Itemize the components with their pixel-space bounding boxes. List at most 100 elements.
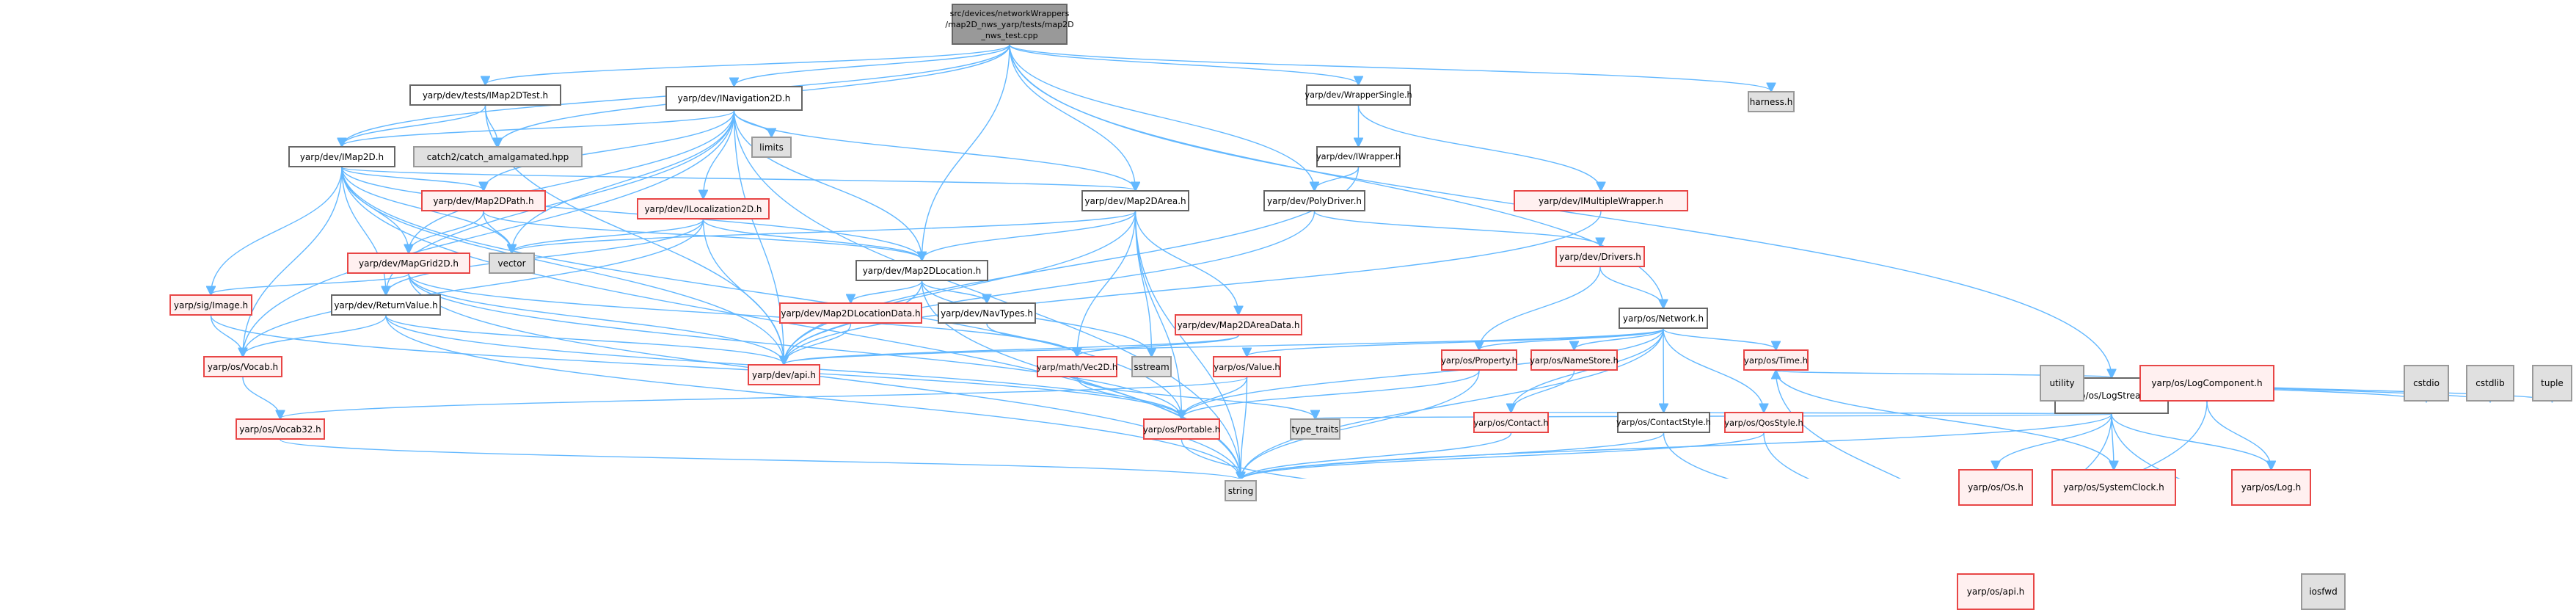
edge-Portable-to-osapi (1181, 439, 1307, 479)
node-returnvalue[interactable]: yarp/dev/ReturnValue.h (331, 294, 441, 316)
edge-Vec2D-to-type_traits (1076, 377, 1316, 418)
edge-MapGrid2D-to-Image (211, 273, 409, 294)
edge-INavigation2D-to-Map2DLocation (733, 110, 922, 260)
node-utility: utility (2040, 365, 2084, 402)
edge-INavigation2D-to-limits (733, 110, 772, 137)
edge-Map2DArea-to-Vec2D (1077, 211, 1136, 356)
edge-Map2DArea-to-string (1134, 211, 1241, 479)
edge-Network-to-ContactStyle (1663, 328, 1664, 412)
edge-Network-to-NameStore (1575, 328, 1664, 349)
node-map2darea[interactable]: yarp/dev/Map2DArea.h (1081, 190, 1189, 211)
node-map2dpath[interactable]: yarp/dev/Map2DPath.h (421, 190, 546, 211)
node-wrappersingle[interactable]: yarp/dev/WrapperSingle.h (1305, 84, 1412, 106)
node-systemclock[interactable]: yarp/os/SystemClock.h (2051, 469, 2176, 506)
root-file-node[interactable]: src/devices/networkWrappers /map2D_nws_y… (945, 4, 1074, 45)
edge-ILocalization2D-to-Map2DLocation (702, 219, 922, 260)
edge-IMap2D-to-Map2DLocation (341, 167, 922, 260)
edge-LogStream-to-Os (1996, 413, 2112, 469)
edge-root-to-INavigation2D (734, 44, 1010, 86)
edge-INavigation2D-to-Vocab (243, 110, 735, 356)
edge-NameStore-to-Contact (1511, 370, 1575, 412)
node-harness: harness.h (1748, 91, 1795, 112)
node-os-api[interactable]: yarp/os/api.h (1957, 573, 2035, 610)
edge-Network-to-Portable (1182, 328, 1664, 418)
edge-Network-to-QosStyle (1663, 328, 1764, 412)
edge-Property-to-string (1241, 370, 1480, 479)
node-contact[interactable]: yarp/os/Contact.h (1473, 412, 1549, 433)
edge-Network-to-Property (1479, 328, 1664, 349)
edge-Map2DArea-to-vector (512, 211, 1136, 253)
edge-ILocalization2D-to-ReturnValue (386, 219, 704, 294)
edge-INavigation2D-to-vector (512, 110, 735, 253)
edge-Vocab32-to-string (280, 439, 1241, 479)
edge-QosStyle-to-string (1241, 432, 1765, 479)
edge-INavigation2D-to-Map2DPath (484, 110, 735, 190)
node-iwrapper[interactable]: yarp/dev/IWrapper.h (1316, 146, 1401, 167)
node-imap2dtest[interactable]: yarp/dev/tests/IMap2DTest.h (409, 84, 561, 106)
edge-WrapperSingle-to-IMultipleWrapper (1357, 105, 1602, 190)
node-image[interactable]: yarp/sig/Image.h (169, 294, 252, 316)
node-imap2d[interactable]: yarp/dev/IMap2D.h (288, 146, 395, 167)
node-dev-api[interactable]: yarp/dev/api.h (748, 364, 820, 385)
node-value[interactable]: yarp/os/Value.h (1213, 356, 1281, 377)
node-inavigation2d[interactable]: yarp/dev/INavigation2D.h (665, 86, 803, 111)
edge-Time-to-SystemClock (1775, 370, 2115, 469)
node-vec2d[interactable]: yarp/math/Vec2D.h (1037, 356, 1117, 377)
node-portable[interactable]: yarp/os/Portable.h (1143, 418, 1220, 440)
edge-IMap2D-to-Map2DArea (341, 167, 1136, 190)
node-logcomponent[interactable]: yarp/os/LogComponent.h (2139, 365, 2274, 402)
node-map2dlocationdata[interactable]: yarp/dev/Map2DLocationData.h (779, 302, 922, 324)
node-polydriver[interactable]: yarp/dev/PolyDriver.h (1263, 190, 1365, 211)
edge-Map2DArea-to-Map2DLocation (922, 211, 1136, 260)
node-time[interactable]: yarp/os/Time.h (1743, 349, 1809, 371)
node-navtypes[interactable]: yarp/dev/NavTypes.h (938, 302, 1036, 324)
node-map2dareadata[interactable]: yarp/dev/Map2DAreaData.h (1175, 314, 1302, 335)
node-type-traits: type_traits (1290, 418, 1340, 440)
node-property[interactable]: yarp/os/Property.h (1441, 349, 1517, 371)
edge-Map2DAreaData-to-devapi (784, 335, 1239, 364)
edge-MapGrid2D-to-Vec2D (408, 273, 1077, 356)
edge-IMap2D-to-Vocab (243, 167, 343, 356)
edge-IWrapper-to-PolyDriver (1315, 167, 1360, 190)
edge-ContactStyle-to-osapi (1663, 432, 1729, 479)
edge-Map2DArea-to-Portable (1134, 211, 1182, 418)
node-contactstyle[interactable]: yarp/os/ContactStyle.h (1616, 412, 1711, 433)
node-drivers[interactable]: yarp/dev/Drivers.h (1555, 246, 1645, 267)
node-string: string (1225, 480, 1257, 501)
edge-layer (210, 44, 2553, 479)
edge-root-to-PolyDriver (1009, 44, 1315, 190)
node-mapgrid2d[interactable]: yarp/dev/MapGrid2D.h (347, 253, 470, 274)
edge-Map2DArea-to-devapi (784, 211, 1136, 364)
edge-INavigation2D-to-ILocalization2D (704, 110, 735, 198)
edge-LogStream-to-Contact (1511, 412, 2112, 414)
include-dependency-graph (0, 44, 2576, 479)
edge-LogStream-to-type_traits (1316, 414, 2112, 418)
edge-root-to-Map2DLocation (922, 44, 1010, 260)
edge-QosStyle-to-osapi (1763, 432, 1810, 479)
node-vocab32[interactable]: yarp/os/Vocab32.h (236, 418, 325, 440)
node-log[interactable]: yarp/os/Log.h (2231, 469, 2311, 506)
edge-root-to-IMap2DTest (486, 44, 1010, 84)
node-qosstyle[interactable]: yarp/os/QosStyle.h (1724, 412, 1803, 433)
edge-ILocalization2D-to-vector (512, 219, 704, 253)
edge-IMap2D-to-Map2DPath (341, 167, 484, 190)
node-vector: vector (489, 253, 535, 274)
edge-INavigation2D-to-IMap2D (342, 110, 735, 146)
node-network[interactable]: yarp/os/Network.h (1619, 308, 1708, 329)
edge-ReturnValue-to-devapi (385, 315, 784, 364)
edge-Value-to-string (1241, 377, 1248, 479)
edge-Map2DLocation-to-NavTypes (921, 280, 988, 302)
edge-LogStream-to-Time (1776, 371, 2112, 377)
node-cstdio: cstdio (2404, 365, 2449, 402)
node-os[interactable]: yarp/os/Os.h (1958, 469, 2033, 506)
edge-Contact-to-string (1241, 432, 1512, 479)
node-imultiplewrapper[interactable]: yarp/dev/IMultipleWrapper.h (1514, 190, 1688, 211)
node-namestore[interactable]: yarp/os/NameStore.h (1530, 349, 1619, 371)
edge-Network-to-string (1241, 328, 1664, 479)
edge-Map2DPath-to-Map2DLocation (483, 211, 922, 260)
edge-Image-to-Portable (210, 315, 1182, 418)
node-vocab[interactable]: yarp/os/Vocab.h (203, 356, 282, 377)
node-map2dlocation[interactable]: yarp/dev/Map2DLocation.h (855, 260, 988, 281)
edge-IMap2D-to-devapi (341, 167, 784, 364)
node-ilocalization2d[interactable]: yarp/dev/ILocalization2D.h (637, 198, 770, 219)
